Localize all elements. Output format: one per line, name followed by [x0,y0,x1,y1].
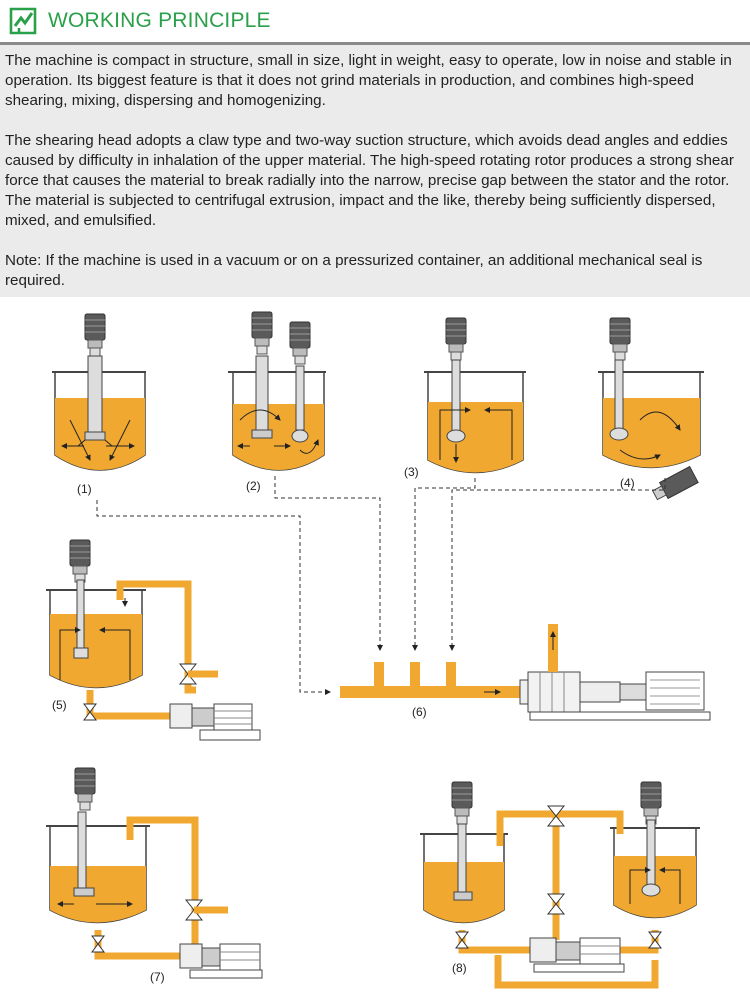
label-6: (6) [412,705,427,719]
header: WORKING PRINCIPLE [0,0,750,45]
title-divider [0,42,750,45]
vessel-2-diagram [228,311,326,471]
paragraph-shearing-head: The shearing head adopts a claw type and… [5,132,734,229]
vessel-7-diagram [46,767,263,979]
paragraph-overview: The machine is compact in structure, sma… [5,52,732,109]
vessel-3-fluid [428,402,523,473]
vessel-5-fluid [50,614,142,688]
working-principle-diagram: (1) (2) (3) [46,311,711,989]
vessel-4-fluid [603,398,700,468]
inline-mixer-diagram [340,624,711,721]
vessel-1-diagram [52,313,146,471]
label-5: (5) [52,698,67,712]
section-title: WORKING PRINCIPLE [48,9,271,32]
vessel-8-diagram [420,781,700,989]
vessel-7-fluid [50,866,146,923]
label-3: (3) [404,465,419,479]
vessel-5-diagram [46,539,261,741]
green-check-logo-icon [9,7,37,35]
label-2: (2) [246,479,261,493]
vessel-3-diagram [424,317,526,474]
label-7: (7) [150,970,165,984]
label-8: (8) [452,961,467,975]
vessel-4-diagram [598,317,704,501]
label-1: (1) [77,482,92,496]
paragraph-note: Note: If the machine is used in a vacuum… [5,252,703,289]
description-panel: The machine is compact in structure, sma… [0,45,750,297]
dashed-connectors [96,476,666,695]
label-4: (4) [620,476,635,490]
